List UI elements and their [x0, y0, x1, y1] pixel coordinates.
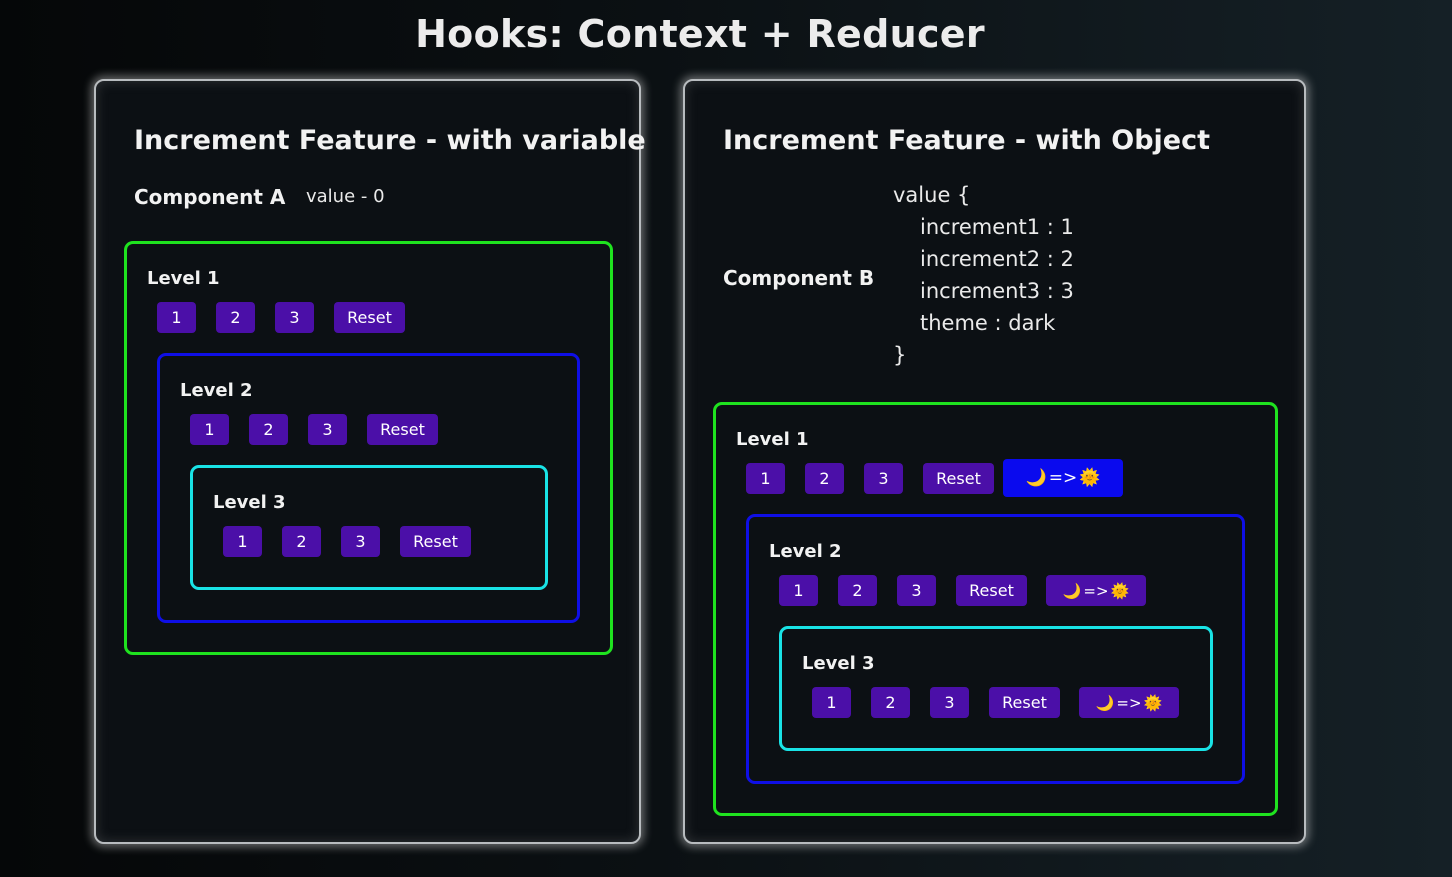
sun-icon: 🌞 [1079, 468, 1101, 488]
card-b-level-3-theme-toggle-button[interactable]: 🌙 => 🌞 [1079, 687, 1179, 718]
sun-icon: 🌞 [1143, 693, 1163, 712]
card-b-level-3-button-1[interactable]: 1 [812, 687, 851, 718]
component-a-value: value - 0 [306, 186, 385, 207]
card-a-level-3-button-3[interactable]: 3 [341, 526, 380, 557]
card-b-level-1-box: Level 1 1 2 3 Reset 🌙 => 🌞 Level 2 1 2 3… [713, 402, 1278, 816]
card-a-level-3-box: Level 3 1 2 3 Reset [190, 465, 548, 590]
card-b-level-2-label: Level 2 [769, 541, 842, 562]
theme-arrow: => [1083, 581, 1109, 600]
page-title: Hooks: Context + Reducer [415, 12, 985, 56]
card-b-level-2-button-2[interactable]: 2 [838, 575, 877, 606]
sun-icon: 🌞 [1110, 581, 1130, 600]
theme-arrow: => [1116, 693, 1142, 712]
card-a-level-1-reset-button[interactable]: Reset [334, 302, 405, 333]
value-object-line: increment1 : 1 [920, 215, 1074, 239]
component-b-label: Component B [723, 266, 875, 290]
card-a-level-3-button-2[interactable]: 2 [282, 526, 321, 557]
card-b-title: Increment Feature - with Object [723, 125, 1211, 156]
card-b-level-2-box: Level 2 1 2 3 Reset 🌙 => 🌞 Level 3 1 2 3… [746, 514, 1245, 784]
card-b-level-2-button-1[interactable]: 1 [779, 575, 818, 606]
card-a-level-1-button-2[interactable]: 2 [216, 302, 255, 333]
value-object-close: } [893, 343, 907, 367]
card-a-level-1-label: Level 1 [147, 268, 220, 289]
card-a-level-2-button-1[interactable]: 1 [190, 414, 229, 445]
card-a-level-2-box: Level 2 1 2 3 Reset Level 3 1 2 3 Reset [157, 353, 580, 623]
value-object-line: increment2 : 2 [920, 247, 1074, 271]
theme-arrow: => [1048, 468, 1078, 488]
card-b-level-1-label: Level 1 [736, 429, 809, 450]
moon-icon: 🌙 [1095, 693, 1115, 712]
card-a-title: Increment Feature - with variable [134, 125, 646, 156]
moon-icon: 🌙 [1025, 468, 1047, 488]
card-b-level-1-button-3[interactable]: 3 [864, 463, 903, 494]
card-b-level-2-button-3[interactable]: 3 [897, 575, 936, 606]
value-object-open: value { [893, 183, 971, 207]
card-b-level-2-reset-button[interactable]: Reset [956, 575, 1027, 606]
card-b-level-3-label: Level 3 [802, 653, 875, 674]
card-a-level-1-box: Level 1 1 2 3 Reset Level 2 1 2 3 Reset … [124, 241, 613, 655]
card-a-level-2-label: Level 2 [180, 380, 253, 401]
card-a-level-3-label: Level 3 [213, 492, 286, 513]
card-a-level-3-reset-button[interactable]: Reset [400, 526, 471, 557]
card-variable: Increment Feature - with variable Compon… [94, 79, 646, 844]
card-a-level-2-reset-button[interactable]: Reset [367, 414, 438, 445]
card-a-level-2-button-3[interactable]: 3 [308, 414, 347, 445]
card-b-level-1-reset-button[interactable]: Reset [923, 463, 994, 494]
card-b-level-3-reset-button[interactable]: Reset [989, 687, 1060, 718]
card-b-level-2-theme-toggle-button[interactable]: 🌙 => 🌞 [1046, 575, 1146, 606]
value-object-line: increment3 : 3 [920, 279, 1074, 303]
card-a-level-2-button-2[interactable]: 2 [249, 414, 288, 445]
component-a-label: Component A [134, 185, 286, 209]
card-a-level-3-button-1[interactable]: 1 [223, 526, 262, 557]
card-b-level-1-button-2[interactable]: 2 [805, 463, 844, 494]
card-b-level-3-box: Level 3 1 2 3 Reset 🌙 => 🌞 [779, 626, 1213, 751]
moon-icon: 🌙 [1062, 581, 1082, 600]
card-b-level-1-theme-toggle-button[interactable]: 🌙 => 🌞 [1003, 459, 1123, 497]
card-a-level-1-button-3[interactable]: 3 [275, 302, 314, 333]
card-b-level-1-button-1[interactable]: 1 [746, 463, 785, 494]
card-a-level-1-button-1[interactable]: 1 [157, 302, 196, 333]
card-b-level-3-button-2[interactable]: 2 [871, 687, 910, 718]
value-object-line: theme : dark [920, 311, 1056, 335]
card-object: Increment Feature - with Object Componen… [683, 79, 1306, 844]
card-b-level-3-button-3[interactable]: 3 [930, 687, 969, 718]
